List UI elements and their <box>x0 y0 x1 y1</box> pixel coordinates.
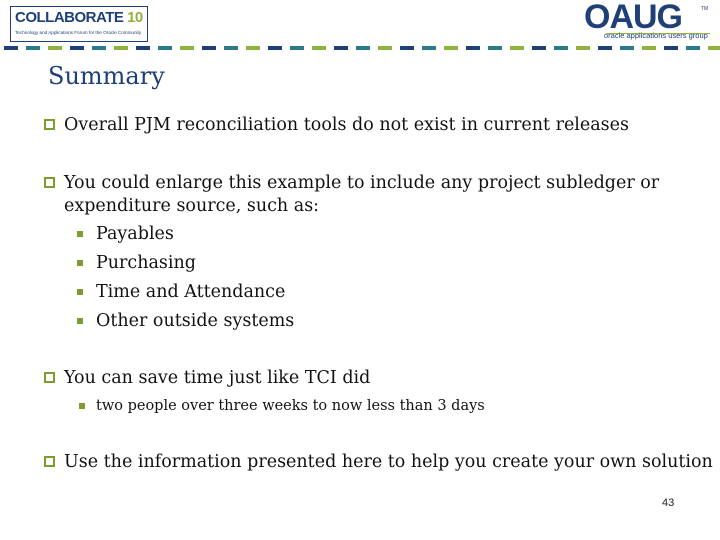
header-dash <box>70 46 84 50</box>
bullet-box-icon <box>44 456 55 467</box>
bullet-1-line-1: Overall PJM reconciliation tools do not … <box>64 115 629 135</box>
header-dash <box>510 46 524 50</box>
header-dash <box>620 46 634 50</box>
header-dash <box>664 46 678 50</box>
header-dash <box>488 46 502 50</box>
bullet-box-icon <box>44 119 55 130</box>
sub-item-time-attendance: Time and Attendance <box>96 282 286 302</box>
oaug-logo-tm: TM <box>701 6 709 12</box>
header-dash <box>92 46 106 50</box>
oaug-logo-text: OAUG <box>584 0 683 36</box>
collaborate-logo-tagline: Technology and Applications Forum for th… <box>15 30 142 35</box>
header-dash <box>598 46 612 50</box>
header-dash <box>532 46 546 50</box>
header-dash <box>642 46 656 50</box>
bullet-4-line-1: Use the information presented here to he… <box>64 452 713 472</box>
header-dash <box>268 46 282 50</box>
header-dash <box>422 46 436 50</box>
sub-item-payables: Payables <box>96 224 174 244</box>
header-dash <box>180 46 194 50</box>
header-dash <box>202 46 216 50</box>
header-dash <box>114 46 128 50</box>
sub-bullet-square-icon <box>77 289 83 295</box>
collaborate-logo: COLLABORATE 10 Technology and Applicatio… <box>10 6 148 42</box>
header-dash <box>224 46 238 50</box>
sub-bullet-square-icon <box>77 318 83 324</box>
header-dash <box>466 46 480 50</box>
header-dash <box>48 46 62 50</box>
slide-title: Summary <box>48 62 165 90</box>
header-dash <box>312 46 326 50</box>
sub-bullet-square-icon <box>79 403 85 409</box>
header-dash <box>378 46 392 50</box>
header-dash <box>290 46 304 50</box>
bullet-box-icon <box>44 372 55 383</box>
header-dash <box>26 46 40 50</box>
header-dash <box>136 46 150 50</box>
header-dash <box>444 46 458 50</box>
oaug-logo-underline <box>606 33 710 34</box>
sub-bullet-square-icon <box>77 231 83 237</box>
sub-item-outside-systems: Other outside systems <box>96 311 295 331</box>
header-dash <box>686 46 700 50</box>
oaug-logo-tagline: oracle applications users group <box>604 31 708 40</box>
collaborate-logo-text: COLLABORATE 10 <box>15 9 143 26</box>
bullet-2-line-2: expenditure source, such as: <box>64 196 320 216</box>
bullet-box-icon <box>44 177 55 188</box>
header-dash <box>554 46 568 50</box>
header-dash-band <box>4 46 720 50</box>
page-number: 43 <box>662 497 675 509</box>
header-dash <box>356 46 370 50</box>
bullet-2-line-1: You could enlarge this example to includ… <box>64 173 660 193</box>
header-dash <box>576 46 590 50</box>
bullet-3-line-1: You can save time just like TCI did <box>64 368 371 388</box>
header-dash <box>400 46 414 50</box>
oaug-logo: OAUG TM oracle applications users group <box>584 0 714 42</box>
sub-item-purchasing: Purchasing <box>96 253 196 273</box>
header-dash <box>158 46 172 50</box>
header-dash <box>334 46 348 50</box>
sub-item-time-savings: two people over three weeks to now less … <box>96 398 485 414</box>
header-dash <box>246 46 260 50</box>
sub-bullet-square-icon <box>77 260 83 266</box>
header-dash <box>708 46 720 50</box>
header-dash <box>4 46 18 50</box>
